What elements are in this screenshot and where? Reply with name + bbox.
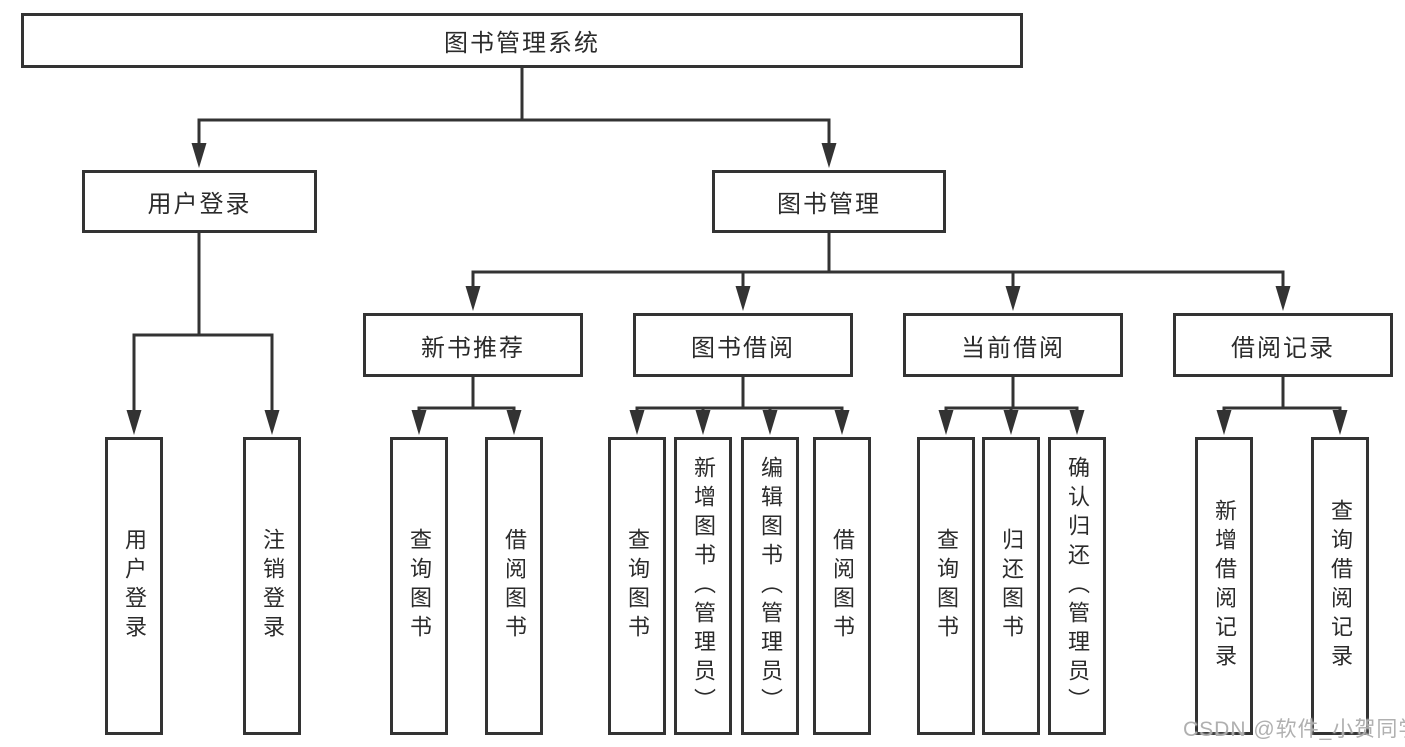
branch-user-login: 用户登录 [82,170,317,233]
leaf-query-books-recommend: 查询图书 [390,437,448,735]
watermark-text: CSDN @软件_小贺同学 [1183,718,1405,741]
leaf-return-books: 归还图书 [982,437,1040,735]
module-current-borrow-label: 当前借阅 [961,334,1065,362]
leaf-add-borrow-record-label: 新增借阅记录 [1212,499,1237,673]
leaf-edit-book-admin-label: 编辑图书（管理员） [758,455,783,717]
leaf-add-book-admin-label: 新增图书（管理员） [691,455,716,717]
leaf-add-borrow-record: 新增借阅记录 [1195,437,1253,735]
module-book-borrow-label: 图书借阅 [691,334,795,362]
leaf-logout-label: 注销登录 [260,528,285,644]
leaf-return-books-label: 归还图书 [999,528,1024,644]
leaf-query-books-current-label: 查询图书 [934,528,959,644]
leaf-logout: 注销登录 [243,437,301,735]
leaf-user-login: 用户登录 [105,437,163,735]
module-borrow-records: 借阅记录 [1173,313,1393,377]
branch-book-management-label: 图书管理 [777,191,881,218]
module-current-borrow: 当前借阅 [903,313,1123,377]
root-node-label: 图书管理系统 [444,30,600,57]
leaf-borrow-books-recommend-label: 借阅图书 [502,528,527,644]
leaf-query-books-borrow-label: 查询图书 [625,528,650,644]
leaf-add-book-admin: 新增图书（管理员） [674,437,732,735]
module-borrow-records-label: 借阅记录 [1231,334,1335,362]
module-book-borrow: 图书借阅 [633,313,853,377]
leaf-query-books-recommend-label: 查询图书 [407,528,432,644]
leaf-user-login-label: 用户登录 [122,528,147,644]
leaf-borrow-books: 借阅图书 [813,437,871,735]
leaf-query-books-current: 查询图书 [917,437,975,735]
leaf-confirm-return-admin-label: 确认归还（管理员） [1065,455,1090,717]
leaf-edit-book-admin: 编辑图书（管理员） [741,437,799,735]
leaf-borrow-books-label: 借阅图书 [830,528,855,644]
branch-book-management: 图书管理 [712,170,946,233]
root-node: 图书管理系统 [21,13,1023,68]
leaf-query-borrow-record-label: 查询借阅记录 [1328,499,1353,673]
module-new-book-recommend: 新书推荐 [363,313,583,377]
module-new-book-recommend-label: 新书推荐 [421,334,525,362]
leaf-query-borrow-record: 查询借阅记录 [1311,437,1369,735]
leaf-confirm-return-admin: 确认归还（管理员） [1048,437,1106,735]
branch-user-login-label: 用户登录 [147,191,252,218]
leaf-query-books-borrow: 查询图书 [608,437,666,735]
leaf-borrow-books-recommend: 借阅图书 [485,437,543,735]
